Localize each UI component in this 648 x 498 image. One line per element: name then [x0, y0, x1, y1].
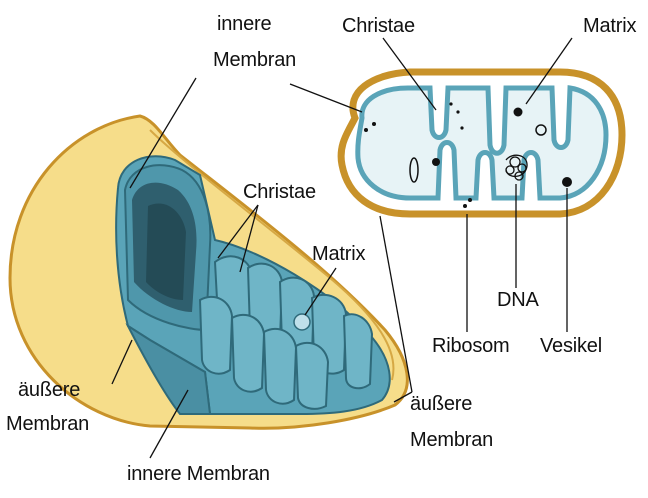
label-aeussere-membran-section-line1: äußere	[410, 392, 472, 416]
label-dna: DNA	[497, 288, 539, 312]
section-mitochondrion	[341, 72, 622, 214]
label-aeussere-membran-left-line2: Membran	[6, 412, 89, 436]
label-matrix-3d: Matrix	[312, 242, 365, 266]
label-ribosom: Ribosom	[432, 334, 510, 358]
matrix-granule-3d	[294, 314, 310, 330]
label-innere-membran-top-line1: innere	[217, 12, 271, 36]
inner-membrane-cavity-shade	[146, 204, 186, 300]
label-aeussere-membran-section-line2: Membran	[410, 428, 493, 452]
label-innere-membran-top-line2: Membran	[213, 48, 296, 72]
label-christae-section: Christae	[342, 14, 415, 38]
label-aeussere-membran-left-line1: äußere	[18, 378, 80, 402]
label-matrix-section: Matrix	[583, 14, 636, 38]
label-innere-membran-bottom: innere Membran	[127, 462, 270, 486]
label-christae-3d: Christae	[243, 180, 316, 204]
label-vesikel: Vesikel	[540, 334, 602, 358]
